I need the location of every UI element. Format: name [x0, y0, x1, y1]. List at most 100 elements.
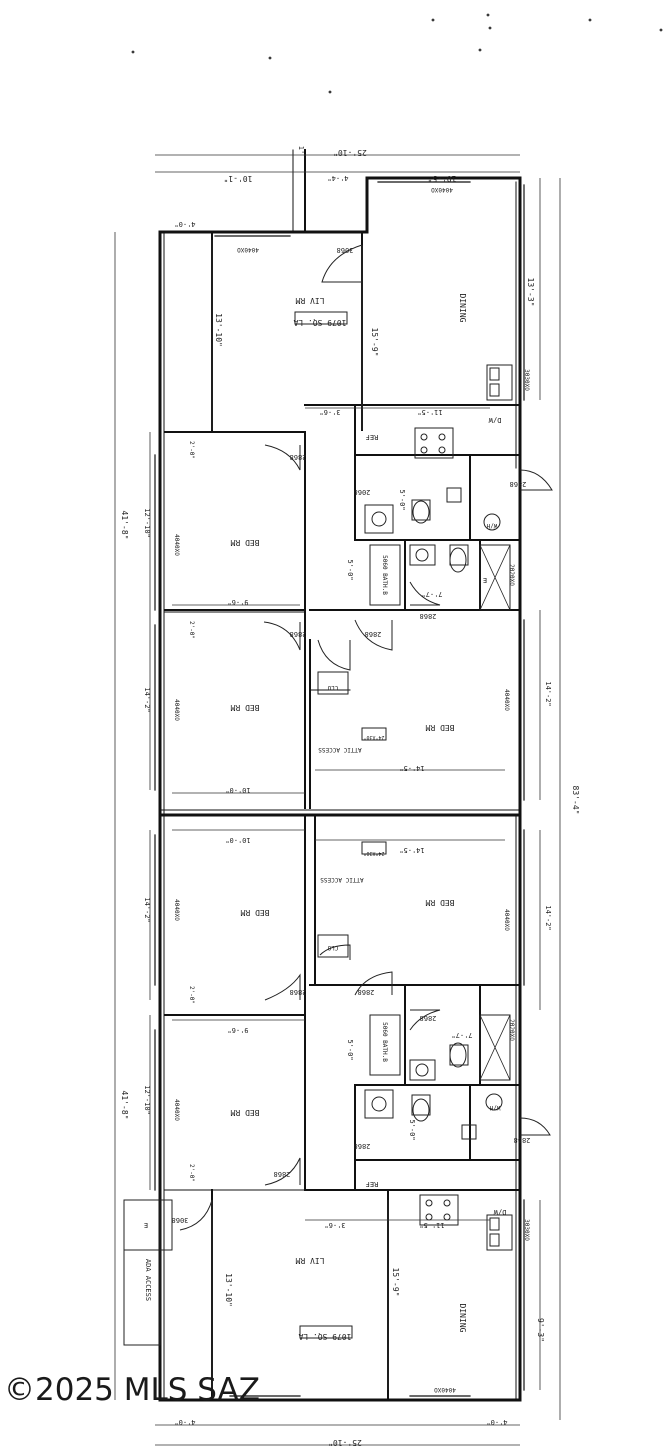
speckle — [659, 28, 663, 32]
lavatory — [409, 544, 436, 566]
fixture — [489, 367, 500, 381]
dim-bath-tub-b: 5'-0" — [346, 1039, 354, 1060]
door-swing — [354, 971, 393, 996]
door-swing — [179, 1199, 213, 1231]
dim-bed1-depth-b: 12'-10" — [143, 1085, 151, 1115]
door-swing — [264, 973, 301, 1001]
door-swing — [519, 469, 553, 491]
label-bed-rm-2b: BED RM — [240, 908, 269, 917]
door-swing — [264, 444, 301, 471]
dim-unit-length-b: 41'-8" — [120, 1091, 129, 1120]
label-liv-rm-a: LIV RM — [295, 296, 324, 305]
dim-porch-c: 4'-0" — [486, 1418, 507, 1426]
dim-closet-b1: 2'-0" — [188, 986, 195, 1004]
label-door-b3: 2868 — [358, 988, 375, 996]
label-bed-rm-1b: BED RM — [230, 1108, 259, 1117]
label-window-b6: 2020XO — [508, 1019, 515, 1041]
label-symbol-a: E — [483, 576, 487, 584]
label-area-b: 1079 SQ. LA — [298, 1332, 351, 1341]
toilet-tank — [411, 1094, 431, 1116]
label-window-a4: 4040XO — [173, 699, 180, 721]
dim-bed2-width-a: 10'-0" — [225, 786, 250, 794]
dim-hall-a: 3'-6" — [319, 408, 340, 416]
speckle — [328, 90, 332, 94]
label-door-a1: 3068 — [337, 246, 354, 254]
door-swing — [354, 619, 393, 651]
fixture — [415, 548, 429, 562]
fixture — [371, 511, 387, 527]
toilet — [412, 1098, 430, 1122]
fixture — [371, 1096, 387, 1112]
dim-overall-length: 83'-4" — [571, 786, 580, 815]
dim-hall-b: 3'-6" — [324, 1221, 345, 1229]
dim-porch-inner: 4'-4" — [327, 174, 348, 182]
label-window-b3: 4040XO — [173, 1099, 180, 1121]
toilet-tank — [449, 1044, 469, 1066]
dim-kitchen-b: 15'-9" — [391, 1268, 400, 1297]
label-door-a5: 2868 — [420, 612, 437, 620]
dim-bed2-depth-b: 14'-2" — [143, 897, 151, 922]
dim-bed1-width-b: 9'-6" — [227, 1026, 248, 1034]
door-swing — [321, 244, 363, 283]
fixture — [420, 446, 428, 454]
water-heater — [483, 513, 501, 531]
speckle — [131, 50, 135, 54]
label-door-b1: 3068 — [172, 1216, 189, 1224]
dim-liv-depth-b: 13'-10" — [224, 1273, 233, 1307]
dim-counter-a: 11'-5" — [417, 408, 442, 416]
label-tub-b: 5060 BATH.B — [381, 1022, 388, 1062]
area-box — [294, 311, 348, 325]
fixture — [443, 1213, 451, 1221]
label-dw-a: D/W — [488, 416, 501, 424]
toilet — [449, 547, 467, 573]
door-swing — [317, 639, 351, 671]
dim-porch-b: 4'-0" — [174, 1418, 195, 1426]
dim-width-bottom: 25'-10" — [328, 1438, 362, 1447]
closet — [317, 671, 349, 695]
dim-bath-b-b: 7'-7" — [451, 1031, 472, 1039]
fixture — [415, 1063, 429, 1077]
bathtub — [369, 1014, 401, 1076]
label-dining-a: DINING — [458, 294, 467, 323]
dim-bed1-width-a: 9'-6" — [227, 598, 248, 606]
label-window-a3: 4040XO — [173, 534, 180, 556]
closet — [317, 934, 349, 958]
label-dining-b: DINING — [458, 1304, 467, 1333]
stove — [414, 427, 454, 459]
label-clo-b: CLO — [327, 944, 338, 951]
label-door-b6: 2868 — [514, 1136, 531, 1144]
fixture — [438, 446, 446, 454]
fixture — [489, 383, 500, 397]
speckle — [268, 56, 272, 60]
dim-dining-width: 10'-5" — [428, 174, 457, 183]
fixture — [489, 1217, 500, 1231]
dim-bed2-width-b: 10'-0" — [225, 836, 250, 844]
door-swing — [409, 581, 441, 606]
shower-x — [479, 544, 511, 611]
dim-bed3-depth-a: 14'-2" — [544, 681, 552, 706]
label-liv-rm-b: LIV RM — [295, 1256, 324, 1265]
label-window-a1: 4040XO — [431, 186, 453, 193]
label-clo-a: CLO — [327, 684, 338, 691]
door-swing — [319, 944, 351, 960]
label-door-b5: 2868 — [354, 1142, 371, 1150]
ada-ramp — [123, 1199, 161, 1346]
label-ref-a: REF — [366, 433, 379, 441]
dim-bath-tub-a: 5'-0" — [346, 559, 354, 580]
label-attic-a: ATTIC ACCESS — [318, 746, 362, 753]
fixture — [425, 1213, 433, 1221]
dim-dining-depth-b: 9'-3" — [536, 1318, 545, 1342]
door-swing — [263, 621, 301, 651]
fixture — [425, 1199, 433, 1207]
dim-stub: 1' — [297, 146, 305, 154]
dim-bath-b-a: 7'-7" — [421, 590, 442, 598]
lavatory — [364, 1089, 394, 1119]
label-window-b5: 3030XO — [523, 1219, 530, 1241]
dim-width-top: 25'-10" — [333, 148, 367, 157]
dim-closet-a2: 2'-0" — [188, 621, 195, 639]
dim-dining-depth-a: 13'-3" — [526, 278, 535, 307]
dim-bath-b: 5'-0" — [408, 1119, 416, 1140]
stove — [419, 1194, 459, 1226]
dim-bed3-depth-b: 14'-2" — [544, 905, 552, 930]
